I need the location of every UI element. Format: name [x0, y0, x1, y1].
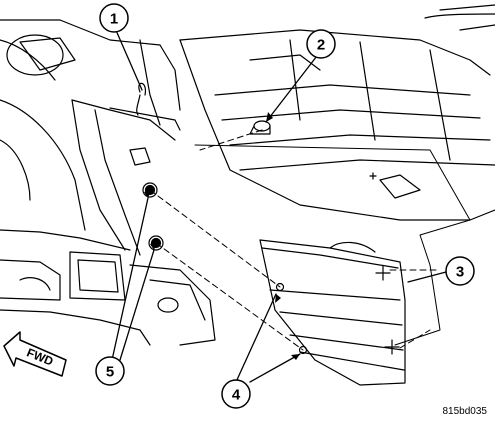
callout-1-label: 1 [110, 11, 118, 28]
lamp-retainer-tab [249, 120, 271, 135]
tail-lamp-assembly [259, 239, 406, 386]
alignment-lines [149, 129, 441, 351]
callout-1: 1 [99, 3, 129, 33]
callout-5: 5 [95, 356, 125, 386]
callout-4: 4 [221, 379, 251, 409]
lamp-mounting-studs [275, 282, 308, 355]
callout-2-label: 2 [317, 37, 325, 54]
callout-2: 2 [306, 29, 336, 59]
fwd-arrow-icon: FWD [3, 331, 67, 377]
callout-3-label: 3 [456, 264, 464, 281]
quarter-panel [0, 19, 216, 346]
figure-id: 815bd035 [442, 406, 488, 417]
lamp-projection-outline [194, 144, 471, 346]
callout-4-label: 4 [232, 387, 241, 404]
cargo-floor [179, 4, 495, 221]
callout-5-label: 5 [106, 364, 114, 381]
callout-3: 3 [445, 256, 475, 286]
wire-harness [136, 82, 147, 116]
leader-lines [111, 27, 447, 383]
leader-arrowheads [144, 112, 300, 360]
